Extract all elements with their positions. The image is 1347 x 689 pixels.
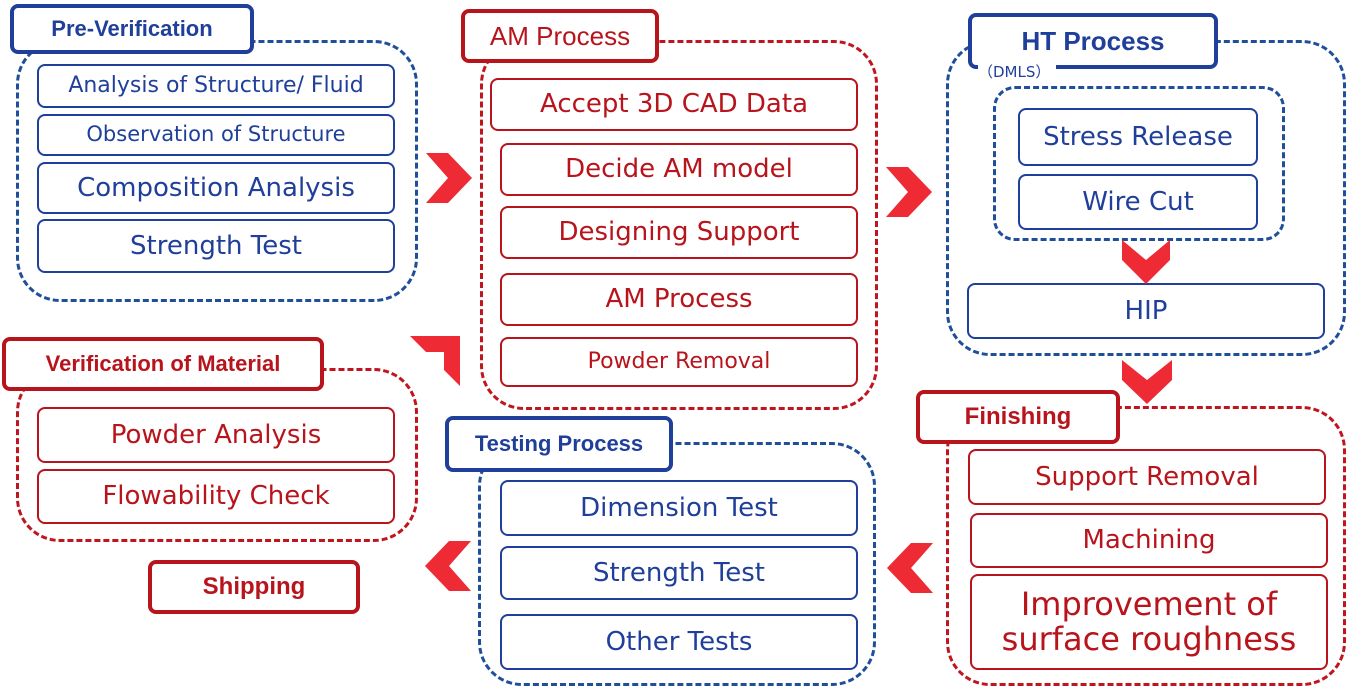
ht-process-title: HT Process: [968, 13, 1218, 69]
am-process-item-designing-support: Designing Support: [500, 206, 858, 259]
finishing-item-support-removal: Support Removal: [968, 449, 1326, 505]
pre-verification-item-observation: Observation of Structure: [37, 114, 395, 156]
ht-process-item-stress-release: Stress Release: [1018, 108, 1258, 166]
verification-material-item-powder-analysis: Powder Analysis: [37, 407, 395, 463]
am-process-title: AM Process: [461, 9, 659, 63]
am-process-item-accept-cad: Accept 3D CAD Data: [490, 78, 858, 131]
testing-process-item-dimension: Dimension Test: [500, 480, 858, 536]
finishing-group: [946, 406, 1346, 686]
ht-process-note: （DMLS）: [978, 61, 1057, 82]
testing-process-item-strength: Strength Test: [500, 546, 858, 600]
testing-process-group: [478, 442, 876, 686]
ht-process-subgroup: [993, 86, 1285, 241]
am-process-group: [480, 40, 878, 410]
chevron-right-icon: [426, 153, 472, 203]
finishing-title: Finishing: [916, 390, 1120, 444]
am-process-item-powder-removal: Powder Removal: [500, 337, 858, 387]
am-process-item-decide-model: Decide AM model: [500, 143, 858, 196]
pre-verification-item-strength: Strength Test: [37, 219, 395, 273]
ht-process-item-hip: HIP: [967, 283, 1325, 339]
shipping-box: Shipping: [148, 560, 360, 614]
ht-process-item-wire-cut: Wire Cut: [1018, 174, 1258, 230]
testing-process-item-other: Other Tests: [500, 614, 858, 670]
pre-verification-item-composition: Composition Analysis: [37, 162, 395, 214]
chevron-up-right-icon: [410, 336, 460, 386]
am-process-item-am-process: AM Process: [500, 273, 858, 326]
verification-material-item-flowability: Flowability Check: [37, 469, 395, 524]
verification-material-title: Verification of Material: [2, 337, 324, 391]
finishing-item-surface-roughness: Improvement of surface roughness: [970, 574, 1328, 670]
chevron-left-icon: [887, 543, 933, 593]
pre-verification-item-structure-fluid: Analysis of Structure/ Fluid: [37, 64, 395, 108]
testing-process-title: Testing Process: [445, 416, 673, 472]
finishing-item-machining: Machining: [970, 513, 1328, 568]
chevron-down-icon: [1122, 240, 1170, 284]
chevron-left-icon: [425, 541, 471, 591]
chevron-down-icon: [1122, 360, 1172, 404]
pre-verification-title: Pre-Verification: [10, 4, 254, 54]
chevron-right-icon: [886, 167, 932, 217]
